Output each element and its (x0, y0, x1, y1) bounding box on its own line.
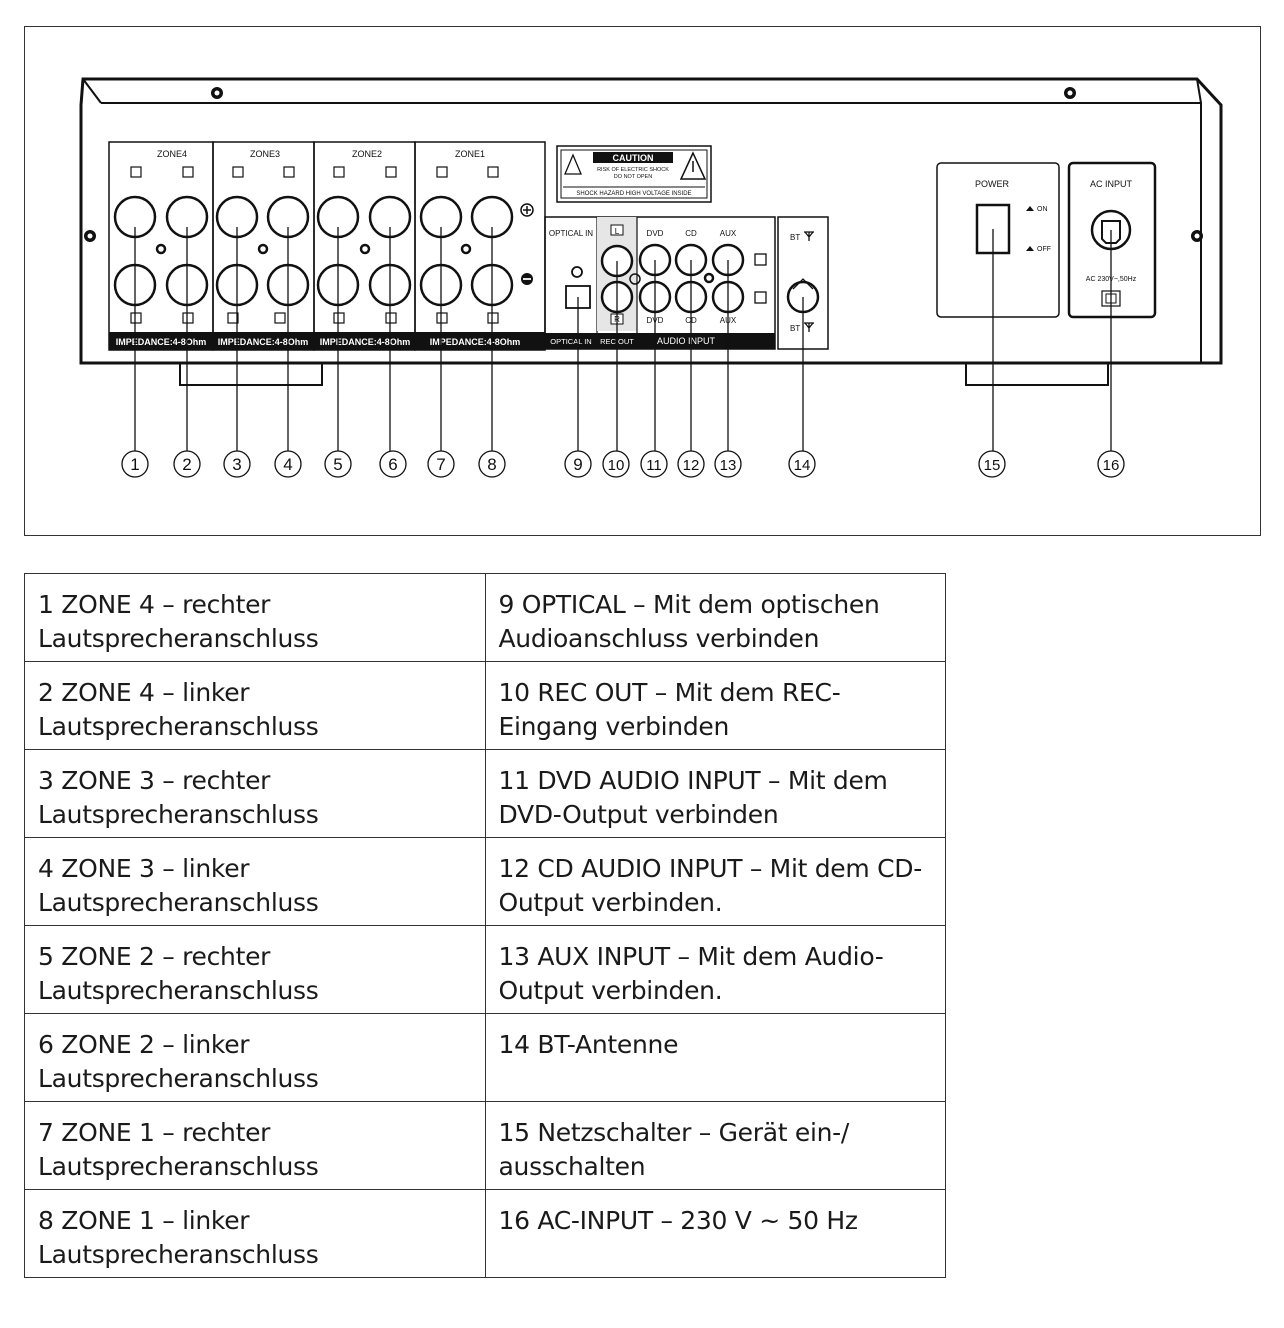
zone-label: ZONE3 (250, 149, 280, 159)
legend-cell: 8 ZONE 1 – linker Lautsprecheranschluss (24, 1189, 486, 1278)
callout-number: 11 (646, 457, 662, 474)
legend-cell: 16 AC-INPUT – 230 V ~ 50 Hz (484, 1189, 946, 1278)
table-row: 1 ZONE 4 – rechter Lautsprecheranschluss… (24, 573, 946, 662)
callout-number: 8 (487, 455, 496, 474)
legend-cell: 5 ZONE 2 – rechter Lautsprecheranschluss (24, 925, 486, 1014)
legend-cell: 4 ZONE 3 – linker Lautsprecheranschluss (24, 837, 486, 926)
legend-cell: 11 DVD AUDIO INPUT – Mit dem DVD-Output … (484, 749, 946, 838)
bt-label: BT (790, 324, 800, 333)
table-row: 5 ZONE 2 – rechter Lautsprecheranschluss… (24, 925, 946, 1014)
callout-number: 2 (182, 455, 191, 474)
power-off-label: OFF (1037, 246, 1051, 253)
caution-footer: SHOCK HAZARD HIGH VOLTAGE INSIDE (576, 191, 691, 197)
callout-number: 13 (720, 457, 737, 474)
callout-number: 4 (283, 455, 292, 474)
callout-leaders (134, 227, 1112, 451)
legend-cell: 9 OPTICAL – Mit dem optischen Audioansch… (484, 573, 946, 662)
legend-cell: 14 BT-Antenne (484, 1013, 946, 1102)
legend-cell: 13 AUX INPUT – Mit dem Audio-Output verb… (484, 925, 946, 1014)
legend-cell: 7 ZONE 1 – rechter Lautsprecheranschluss (24, 1101, 486, 1190)
zone-label: ZONE4 (157, 149, 187, 159)
ac-input: AC INPUT AC 230V~,50Hz (1067, 161, 1157, 319)
table-row: 6 ZONE 2 – linker Lautsprecheranschluss … (24, 1013, 946, 1102)
ac-input-label: AC INPUT (1090, 179, 1133, 189)
legend-cell: 3 ZONE 3 – rechter Lautsprecheranschluss (24, 749, 486, 838)
power-label: POWER (975, 179, 1010, 189)
aux-label: AUX (720, 229, 737, 238)
legend-cell: 10 REC OUT – Mit dem REC-Eingang verbind… (484, 661, 946, 750)
legend-cell: 15 Netzschalter – Gerät ein-/ ausschalte… (484, 1101, 946, 1190)
callout-number: 9 (573, 455, 582, 474)
rear-panel-diagram: ZONE4 ZONE3 ZONE2 ZONE1 IMPEDANCE:4-8Ohm… (24, 26, 1261, 536)
legend-cell: 2 ZONE 4 – linker Lautsprecheranschluss (24, 661, 486, 750)
input-panel: OPTICAL IN L R DVD CD AUX DVD CD AUX OPT… (544, 216, 776, 350)
zone-label: ZONE1 (455, 149, 485, 159)
callout-number: 5 (333, 455, 342, 474)
caution-line1: RISK OF ELECTRIC SHOCK (597, 167, 669, 173)
power-on-label: ON (1037, 206, 1048, 213)
callout-number: 14 (794, 457, 811, 474)
optical-bottom-label: OPTICAL IN (550, 337, 591, 346)
table-row: 7 ZONE 1 – rechter Lautsprecheranschluss… (24, 1101, 946, 1190)
impedance-label: IMPEDANCE:4-8Ohm (320, 337, 411, 347)
callout-number: 15 (984, 457, 1001, 474)
legend-cell: 12 CD AUDIO INPUT – Mit dem CD-Output ve… (484, 837, 946, 926)
dvd-label: DVD (647, 229, 664, 238)
callout-number: 16 (1103, 457, 1120, 474)
zone-blocks: ZONE4 ZONE3 ZONE2 ZONE1 IMPEDANCE:4-8Ohm… (108, 141, 546, 351)
table-row: 2 ZONE 4 – linker Lautsprecheranschluss … (24, 661, 946, 750)
zone-label: ZONE2 (352, 149, 382, 159)
caution-title: CAUTION (613, 153, 654, 163)
bt-label: BT (790, 233, 800, 242)
callout-number: 6 (388, 455, 397, 474)
caution-line2: DO NOT OPEN (614, 174, 652, 180)
callout-number: 3 (232, 455, 241, 474)
legend-cell: 1 ZONE 4 – rechter Lautsprecheranschluss (24, 573, 486, 662)
table-row: 8 ZONE 1 – linker Lautsprecheranschluss … (24, 1189, 946, 1278)
callout-number: 12 (683, 457, 700, 474)
impedance-label: IMPEDANCE:4-8Ohm (430, 337, 521, 347)
rec-l-label: L (615, 227, 620, 236)
table-row: 4 ZONE 3 – linker Lautsprecheranschluss … (24, 837, 946, 926)
optical-label: OPTICAL IN (549, 229, 593, 238)
impedance-label: IMPEDANCE:4-8Ohm (116, 337, 207, 347)
callout-number: 7 (436, 455, 445, 474)
rear-panel-drawing: ZONE4 ZONE3 ZONE2 ZONE1 IMPEDANCE:4-8Ohm… (79, 77, 1223, 478)
power-switch: POWER ON OFF (936, 162, 1060, 318)
callout-number: 10 (608, 457, 625, 474)
cd-label: CD (685, 229, 697, 238)
table-row: 3 ZONE 3 – rechter Lautsprecheranschluss… (24, 749, 946, 838)
impedance-label: IMPEDANCE:4-8Ohm (218, 337, 309, 347)
audio-input-label: AUDIO INPUT (657, 336, 716, 346)
callout-number: 1 (130, 455, 139, 474)
legend-table: 1 ZONE 4 – rechter Lautsprecheranschluss… (24, 573, 946, 1278)
caution-label: CAUTION RISK OF ELECTRIC SHOCK DO NOT OP… (556, 145, 712, 203)
legend-cell: 6 ZONE 2 – linker Lautsprecheranschluss (24, 1013, 486, 1102)
